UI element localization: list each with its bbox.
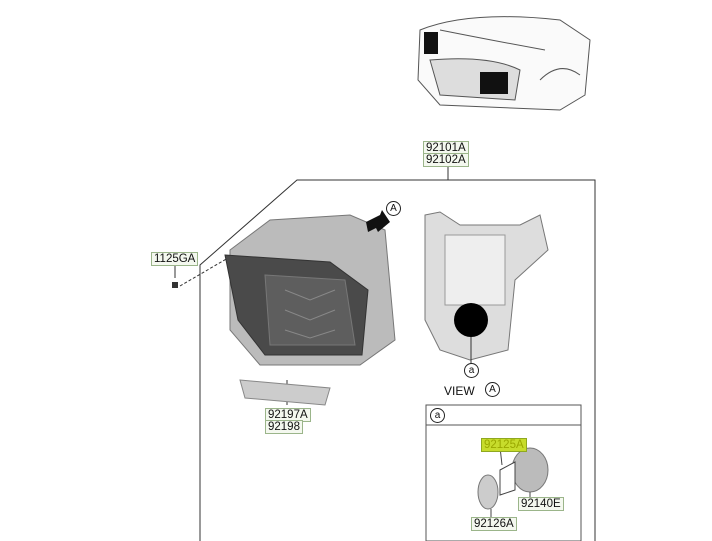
detail-box bbox=[425, 404, 582, 541]
detail-marker: a bbox=[430, 408, 445, 423]
part-label-1125ga[interactable]: 1125GA bbox=[151, 252, 199, 266]
car-thumbnail bbox=[417, 16, 591, 111]
part-label-92140e[interactable]: 92140E bbox=[518, 497, 564, 511]
detail-parts bbox=[477, 446, 549, 518]
part-label-92125a[interactable]: 92125A bbox=[481, 438, 527, 452]
part-label-92198[interactable]: 92198 bbox=[265, 420, 303, 434]
view-marker: A bbox=[485, 382, 500, 397]
part-label-92102a[interactable]: 92102A bbox=[423, 153, 469, 167]
headlamp-assembly bbox=[172, 214, 396, 406]
view-arrow-icon bbox=[366, 210, 390, 232]
part-label-92126a[interactable]: 92126A bbox=[471, 517, 517, 531]
callout-marker-a: a bbox=[464, 363, 479, 378]
view-label: VIEW bbox=[444, 384, 475, 398]
arrow-marker-a: A bbox=[386, 201, 401, 216]
rear-view bbox=[424, 211, 549, 364]
